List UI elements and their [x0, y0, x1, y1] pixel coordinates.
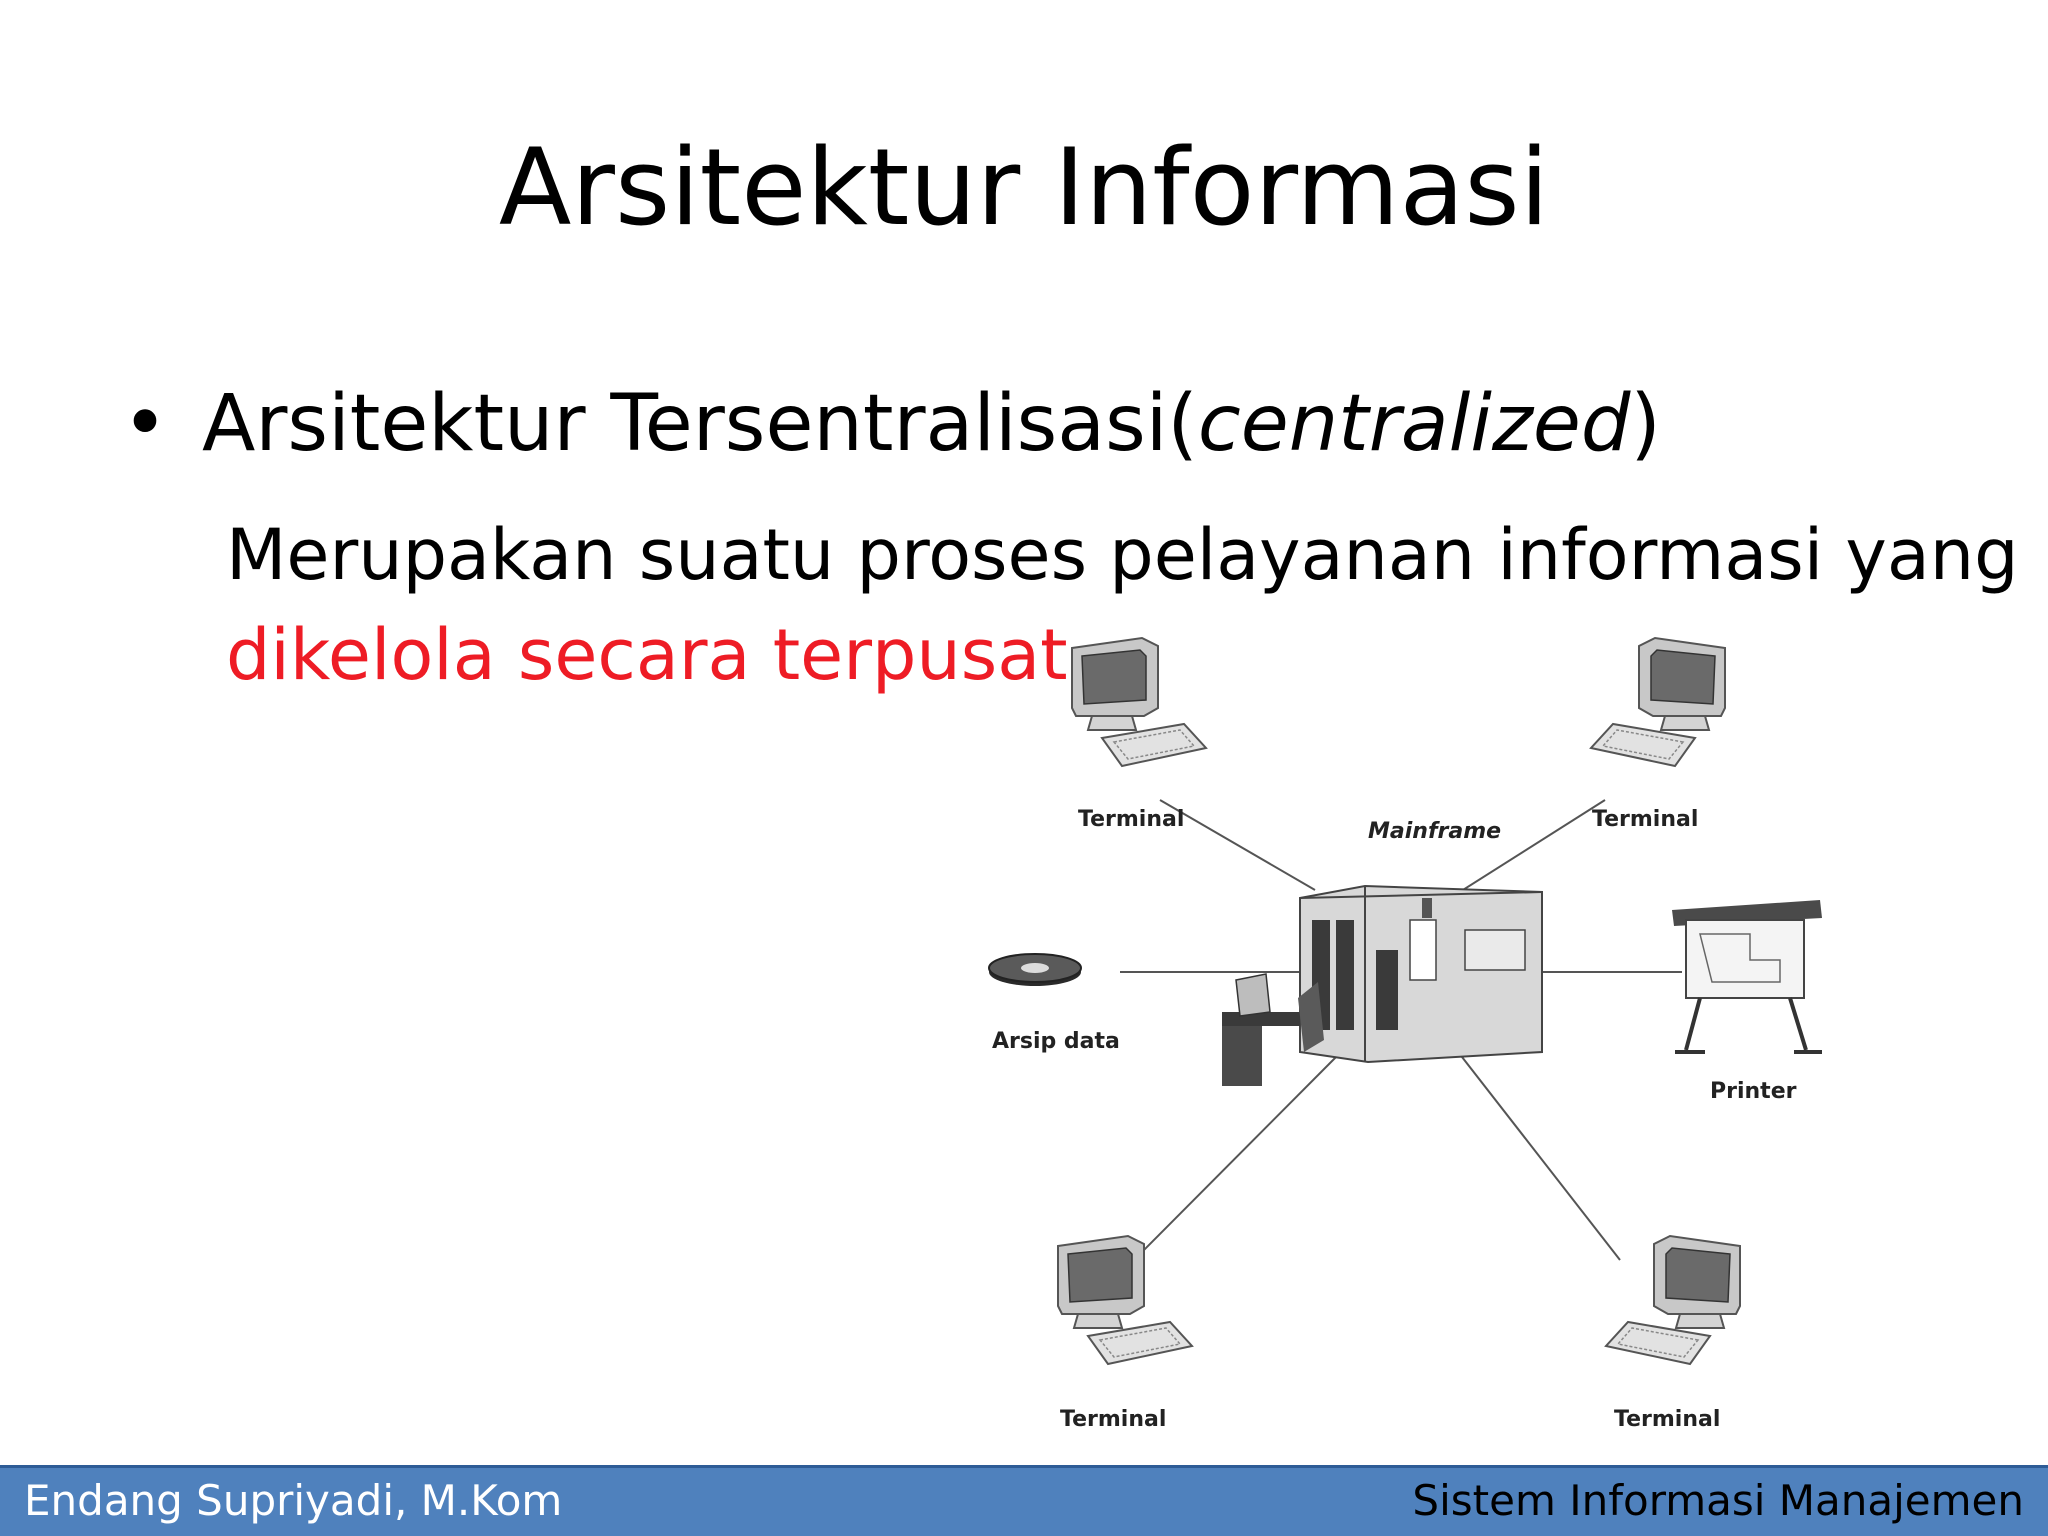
terminal-bottom-left [1057, 1235, 1193, 1365]
bullet-italic-term: centralized [1197, 379, 1631, 469]
terminal-label-bottom-left: Terminal [1060, 1407, 1166, 1432]
footer-course: Sistem Informasi Manajemen [1412, 1476, 2024, 1525]
mainframe-label: Mainframe [1368, 819, 1501, 844]
centralized-architecture-diagram: Terminal Terminal Mainframe Arsip data [988, 637, 1822, 1432]
footer-bar: Endang Supriyadi, M.Kom Sistem Informasi… [0, 1465, 2048, 1536]
description-line-1: Merupakan suatu proses pelayanan informa… [226, 514, 2019, 596]
description-line-2: dikelola secara terpusat [226, 614, 1068, 696]
footer-author: Endang Supriyadi, M.Kom [24, 1476, 563, 1525]
bullet-item: • Arsitektur Tersentralisasi(centralized) [122, 379, 1661, 470]
terminal-label-top-left: Terminal [1078, 807, 1184, 832]
printer-icon [1672, 900, 1822, 1054]
bullet-description: Merupakan suatu proses pelayanan informa… [226, 505, 2019, 705]
connection-lines [1120, 799, 1682, 1261]
mainframe-icon [1222, 884, 1543, 1086]
archive-data-label: Arsip data [992, 1029, 1120, 1054]
terminal-bottom-right [1605, 1235, 1741, 1365]
bullet-text: Arsitektur Tersentralisasi( [202, 379, 1198, 469]
terminal-top-right [1590, 637, 1726, 767]
terminal-label-top-right: Terminal [1592, 807, 1698, 832]
bullet-symbol: • [122, 379, 169, 469]
printer-label: Printer [1710, 1079, 1797, 1104]
archive-data-icon [988, 953, 1082, 986]
terminal-label-bottom-right: Terminal [1614, 1407, 1720, 1432]
slide-title: Arsitektur Informasi [498, 126, 1550, 249]
bullet-close-paren: ) [1630, 379, 1661, 469]
terminal-top-left [1071, 637, 1207, 767]
